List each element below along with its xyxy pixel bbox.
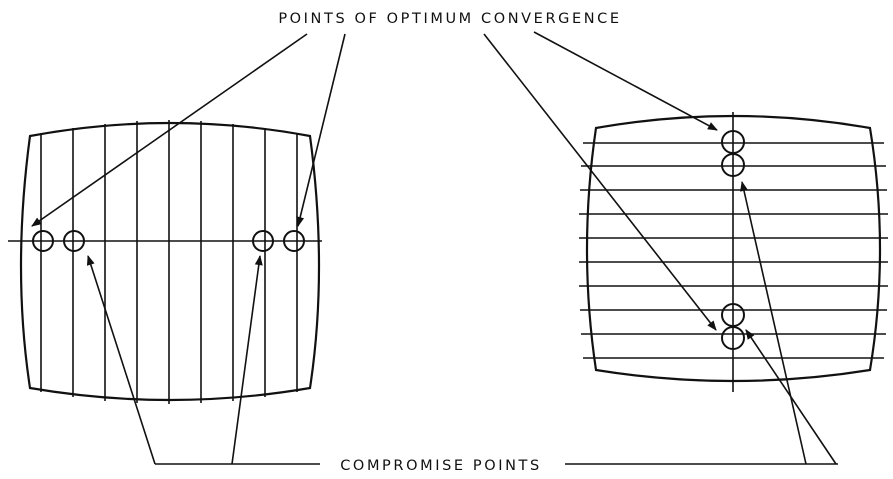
optimum-arrow-right-2	[533, 31, 718, 131]
left-optimum-point-right	[283, 230, 305, 252]
right-screen	[579, 112, 888, 392]
compromise-arrow-2	[231, 255, 263, 465]
left-screen-outline	[19, 121, 321, 402]
compromise-arrow-3	[740, 181, 807, 465]
optimum-arrow-left-1	[31, 33, 308, 227]
optimum-arrow-left-2	[296, 33, 346, 227]
left-compromise-point-right	[252, 230, 274, 252]
right-compromise-point-top	[721, 153, 745, 177]
left-screen	[8, 120, 322, 404]
left-compromise-point-inner	[63, 230, 85, 252]
compromise-points-label: COMPROMISE POINTS	[340, 458, 542, 474]
left-vertical-lines	[40, 120, 298, 404]
optimum-arrow-right-1	[483, 33, 717, 331]
optimum-arrows	[31, 31, 718, 331]
compromise-arrows	[86, 181, 838, 465]
right-optimum-point-bottom	[721, 326, 745, 350]
left-optimum-point-outer	[32, 230, 54, 252]
compromise-arrow-4	[745, 329, 837, 465]
optimum-convergence-label: POINTS OF OPTIMUM CONVERGENCE	[278, 11, 621, 27]
compromise-arrow-1	[86, 255, 156, 465]
